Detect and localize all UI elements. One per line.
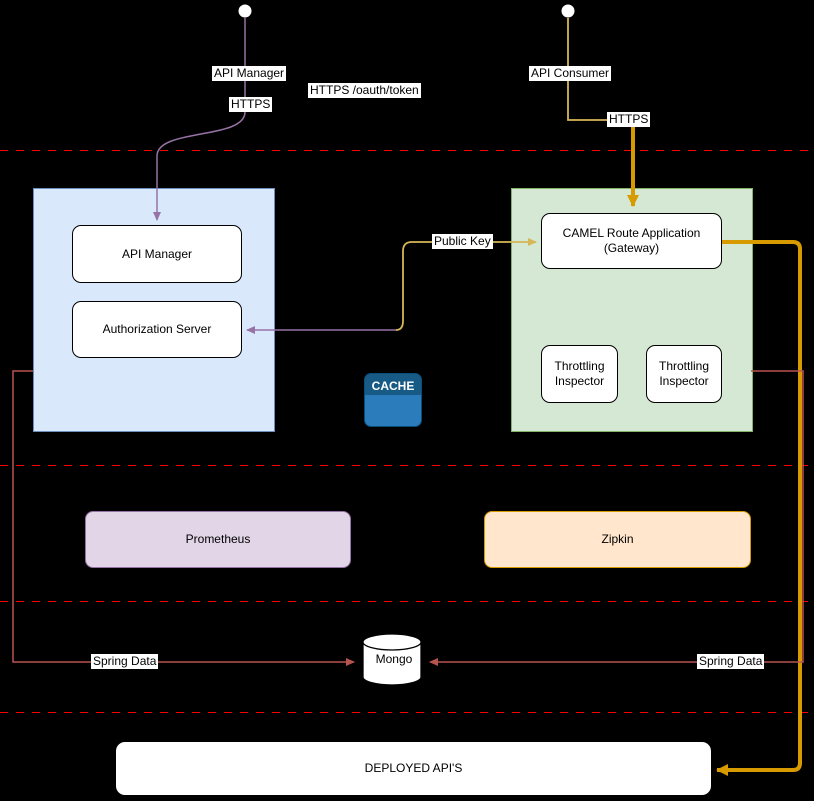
- https-label-right: HTTPS: [607, 112, 651, 127]
- cache-node: CACHE: [364, 373, 422, 427]
- https-label-left: HTTPS: [229, 97, 273, 112]
- api-manager-node: API Manager: [72, 225, 242, 283]
- camel-route-gateway-node: CAMEL Route Application (Gateway): [541, 213, 722, 269]
- actor-api-manager-icon: [237, 3, 253, 19]
- actor-api-consumer-label: API Consumer: [529, 66, 612, 81]
- spring-data-left-edge-label: Spring Data: [91, 654, 159, 669]
- deployed-apis-node: DEPLOYED API'S: [115, 741, 712, 796]
- actor-api-consumer-icon: [560, 3, 576, 19]
- authorization-server-node: Authorization Server: [72, 301, 242, 358]
- zipkin-node: Zipkin: [484, 511, 751, 568]
- spring-data-right-edge-label: Spring Data: [697, 654, 765, 669]
- prometheus-node: Prometheus: [85, 511, 351, 568]
- throttling-inspector-right-node: Throttling Inspector: [646, 345, 722, 403]
- oauth-token-edge-label: HTTPS /oauth/token: [308, 83, 421, 98]
- public-key-edge-label: Public Key: [432, 234, 493, 249]
- mongo-label: Mongo: [375, 652, 413, 666]
- actor-api-manager-label: API Manager: [212, 66, 287, 81]
- mongo-cylinder-top: [362, 633, 422, 651]
- throttling-inspector-left-node: Throttling Inspector: [541, 345, 618, 403]
